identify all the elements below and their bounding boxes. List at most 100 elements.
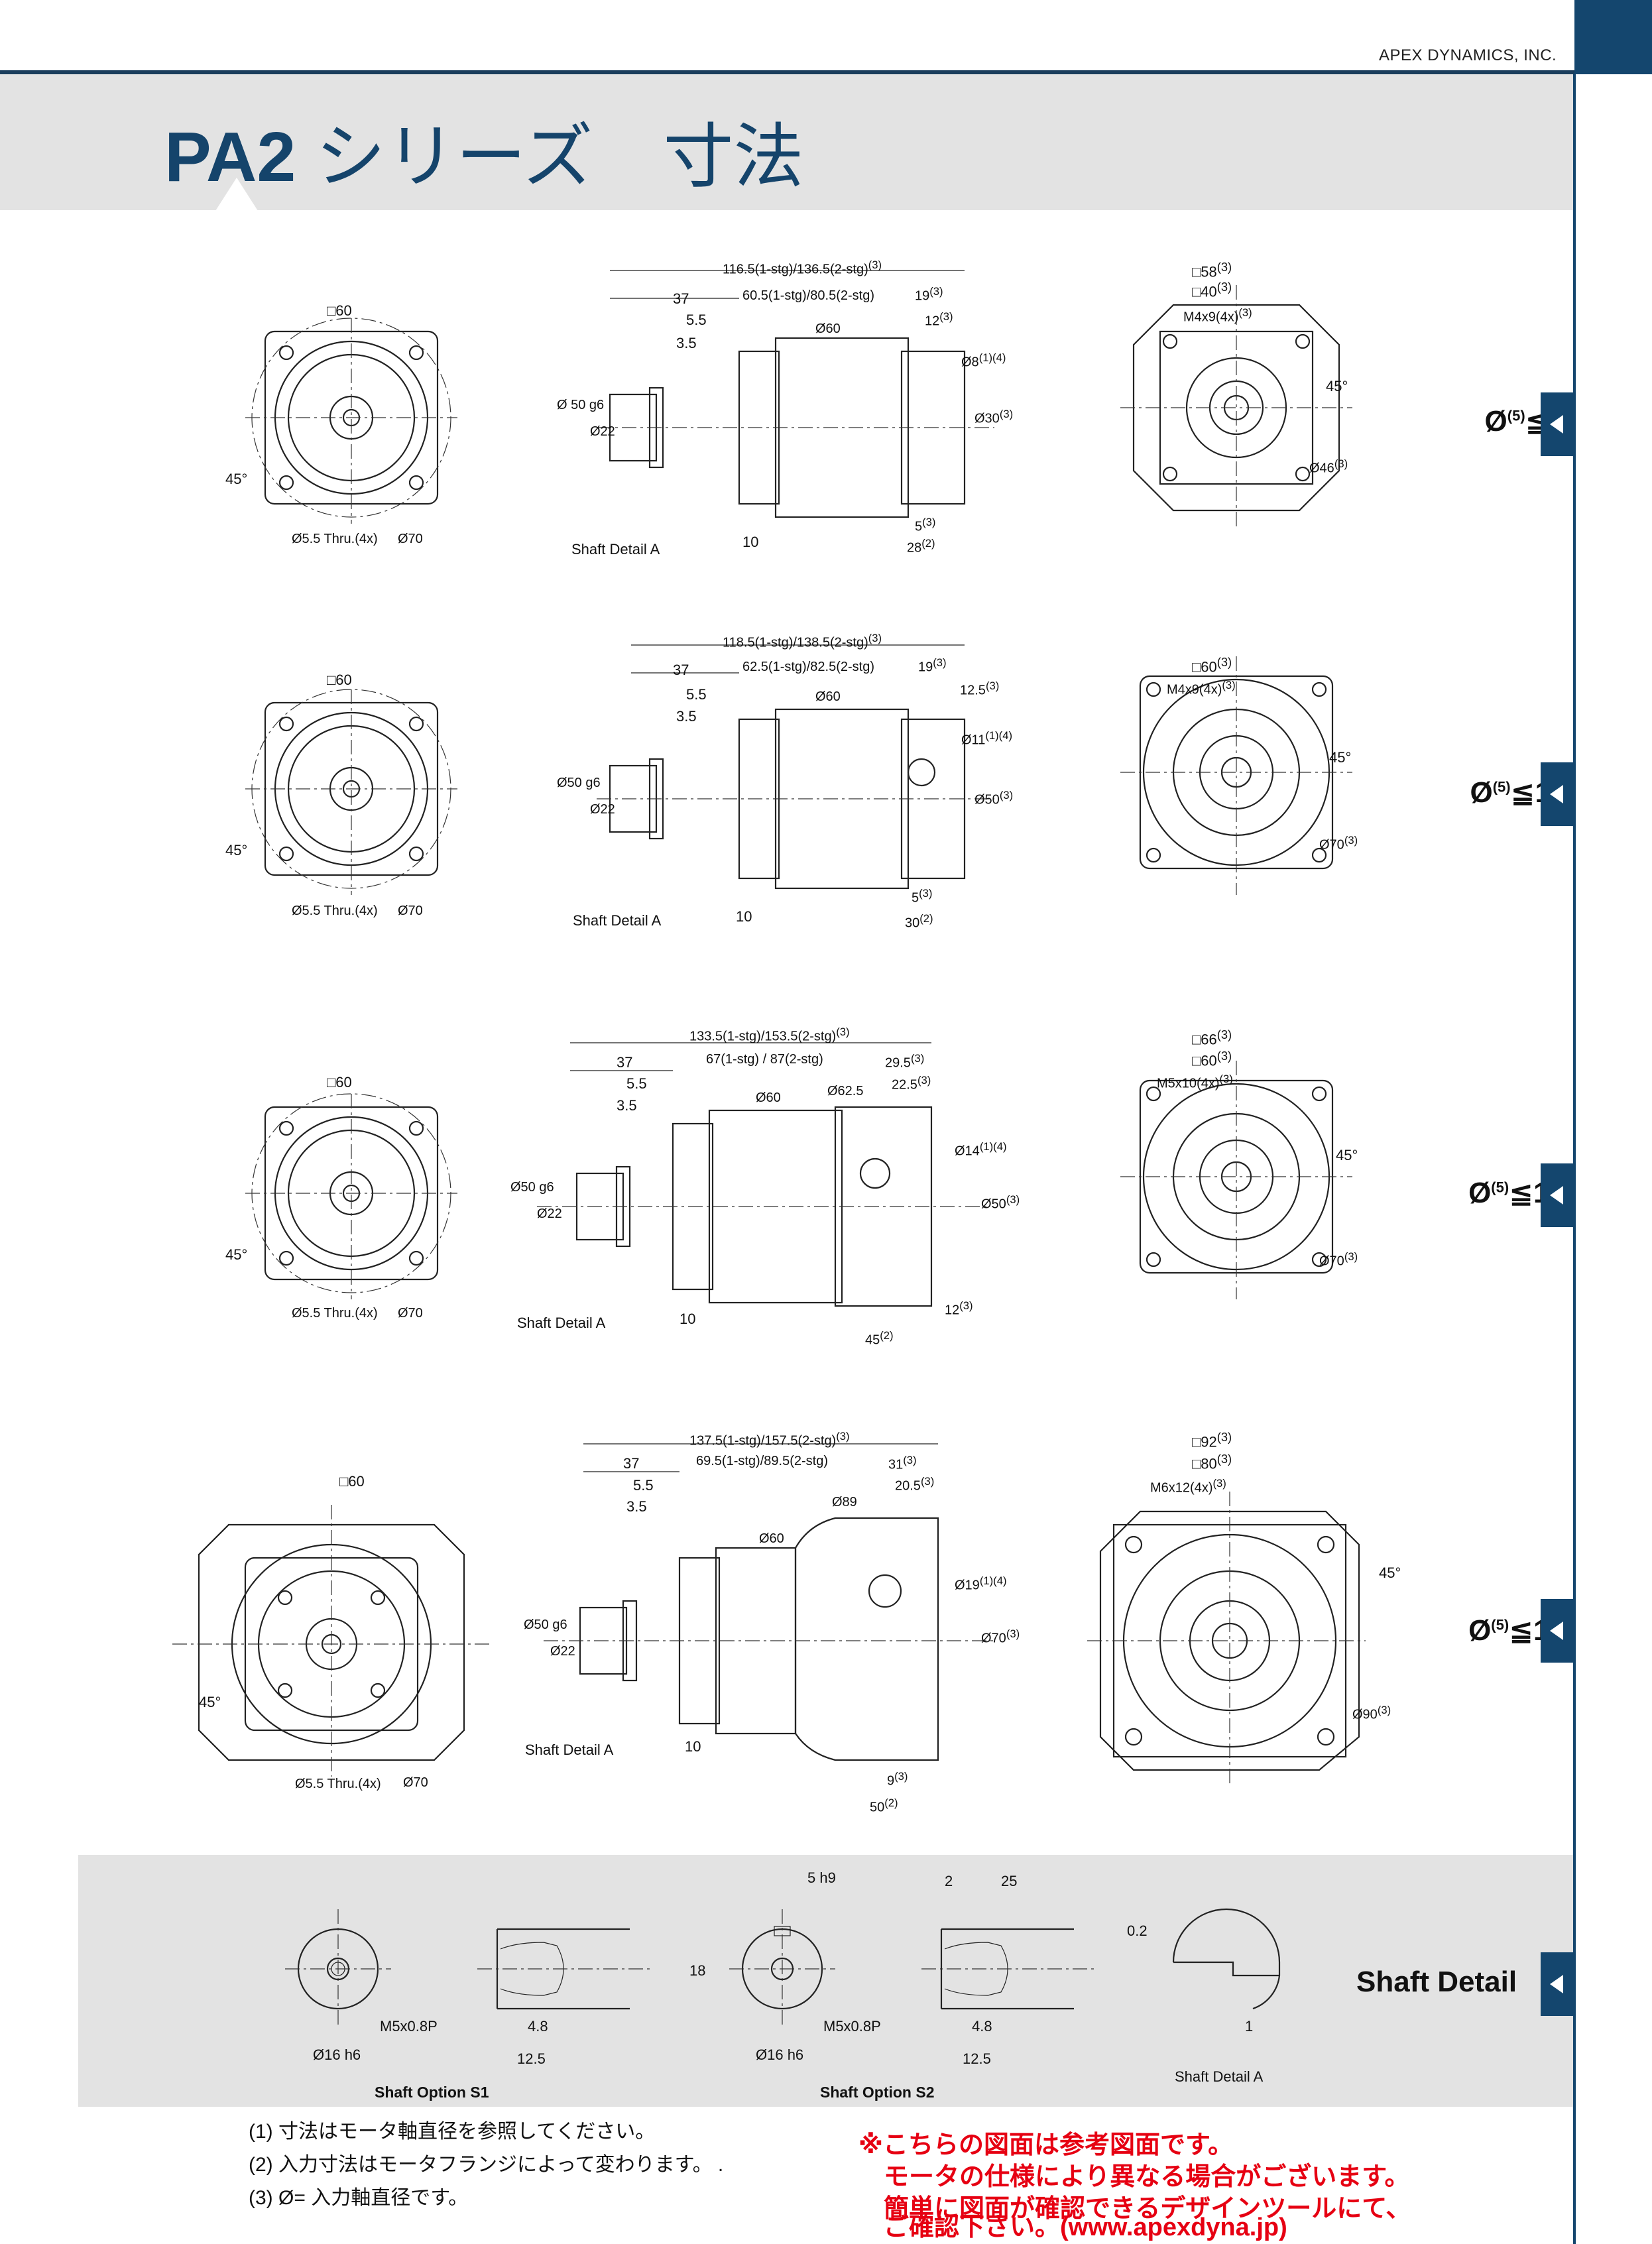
- s2-dia-dim: Ø16 h6: [756, 2046, 804, 2063]
- side-depth-dim: 50(2): [870, 1797, 898, 1815]
- footnote-1: (1) 寸法はモータ軸直径を参照してください。: [249, 2121, 656, 2143]
- row-tab-arrow-icon[interactable]: [1541, 392, 1573, 456]
- front-holes-dim: Ø5.5 Thru.(4x): [292, 1306, 378, 1321]
- side-flange-dim: 12(3): [925, 310, 953, 329]
- shaft-detail-callout: Shaft Detail A: [517, 1315, 606, 1331]
- rear-tap-dim: M6x12(4x)(3): [1150, 1477, 1226, 1496]
- s1-caption: Shaft Option S1: [375, 2084, 489, 2101]
- company-name: APEX DYNAMICS, INC.: [1379, 46, 1557, 64]
- side-d1-dim: 5.5: [633, 1477, 654, 1494]
- shaft-detail-tab-arrow-icon[interactable]: [1541, 1952, 1573, 2016]
- front-pcd-dim: Ø70: [398, 1306, 423, 1321]
- side-flange-dim: 20.5(3): [895, 1475, 935, 1494]
- front-angle-dim: 45°: [225, 471, 248, 487]
- rear-angle-dim: 45°: [1329, 749, 1352, 766]
- side-flange-width: 10: [742, 534, 759, 550]
- rear-sq-inner: □80(3): [1192, 1452, 1232, 1472]
- front-square-dim: □60: [327, 672, 352, 688]
- rear-sq-outer: □66(3): [1192, 1028, 1232, 1048]
- side-d2-dim: 3.5: [676, 708, 697, 725]
- side-view-drawing: [544, 1443, 994, 1761]
- rear-angle-dim: 45°: [1326, 378, 1348, 394]
- side-extra-dia: Ø89: [832, 1495, 857, 1509]
- title-band: [0, 74, 1573, 210]
- rear-pcd-dim: Ø46(3): [1309, 457, 1348, 476]
- side-spigot-dim: 12(3): [945, 1299, 973, 1318]
- s2-thread-dim: M5x0.8P: [823, 2018, 881, 2035]
- s2-k1-dim: 2: [945, 1873, 953, 1889]
- footnote-3: (3) Ø= 入力軸直径です。: [249, 2187, 469, 2209]
- title-series: PA2: [164, 118, 296, 196]
- side-d1-dim: 5.5: [626, 1075, 647, 1092]
- shaft-option-s1-drawing: [285, 1909, 650, 2029]
- side-overall-dim: 137.5(1-stg)/157.5(2-stg)(3): [689, 1430, 850, 1448]
- front-angle-dim: 45°: [199, 1694, 221, 1710]
- rear-sq-inner: □40(3): [1192, 280, 1232, 300]
- side-shaft-dia: Ø50 g6: [557, 776, 601, 790]
- front-square-dim: □60: [327, 302, 352, 319]
- front-holes-dim: Ø5.5 Thru.(4x): [295, 1777, 381, 1791]
- shaft-detail-callout: Shaft Detail A: [573, 912, 662, 929]
- side-flange-dim: 12.5(3): [960, 679, 1000, 698]
- side-body-dim: 69.5(1-stg)/89.5(2-stg): [696, 1454, 828, 1468]
- side-end-dim: 19(3): [915, 285, 943, 304]
- s2-d2-dim: 12.5: [963, 2050, 991, 2067]
- s1-dia-dim: Ø16 h6: [313, 2046, 361, 2063]
- shaft-detail-callout: Shaft Detail A: [525, 1742, 614, 1758]
- side-overall-dim: 116.5(1-stg)/136.5(2-stg)(3): [723, 259, 882, 277]
- rear-sq-inner: □60(3): [1192, 1049, 1232, 1069]
- shaft-detail-a-drawing: [1172, 1908, 1281, 2010]
- front-view-drawing: [172, 1505, 491, 1777]
- rear-view-drawing: [1120, 285, 1352, 530]
- rear-view-drawing: [1120, 1061, 1352, 1299]
- rear-tap-dim: M4x9(4x)(3): [1167, 679, 1236, 697]
- side-body-dim: 62.5(1-stg)/82.5(2-stg): [742, 660, 874, 674]
- side-flange-width: 10: [736, 908, 752, 925]
- front-view-drawing: [245, 689, 457, 895]
- side-bore-dia: Ø14(1)(4): [955, 1140, 1007, 1159]
- side-input-len-dim: 37: [673, 662, 689, 678]
- rear-pcd-dim: Ø90(3): [1352, 1704, 1391, 1722]
- side-view-drawing: [597, 644, 994, 890]
- rear-view-drawing: [1087, 1492, 1366, 1783]
- side-key-dia: Ø22: [590, 424, 615, 439]
- disclaimer-line-3: 簡単に図面が確認できるデザインツールにて、: [858, 2195, 1411, 2223]
- side-key-dia: Ø22: [550, 1644, 575, 1659]
- shaft-option-s2-drawing: [729, 1909, 1094, 2029]
- rear-tap-dim: M5x10(4x)(3): [1157, 1073, 1233, 1091]
- shaft-detail-callout: Shaft Detail A: [571, 541, 660, 558]
- side-flange-dim: 22.5(3): [892, 1074, 931, 1092]
- side-flange-width: 10: [685, 1738, 701, 1755]
- title-notch: [215, 178, 258, 211]
- rear-tap-dim: M4x9(4x)(3): [1183, 306, 1252, 325]
- side-pilot-dia: Ø50(3): [981, 1193, 1020, 1212]
- rear-pcd-dim: Ø70(3): [1319, 1250, 1358, 1269]
- s1-thread-dim: M5x0.8P: [380, 2018, 438, 2035]
- side-depth-dim: 30(2): [905, 912, 933, 931]
- s2-d1-dim: 4.8: [972, 2018, 992, 2035]
- side-bore-dia: Ø11(1)(4): [961, 729, 1013, 748]
- s2-caption: Shaft Option S2: [820, 2084, 935, 2101]
- row-tab-arrow-icon[interactable]: [1541, 1599, 1573, 1663]
- side-spigot-dim: 9(3): [887, 1770, 908, 1789]
- side-input-len-dim: 37: [673, 290, 689, 307]
- rear-view-drawing: [1120, 656, 1352, 895]
- row-tab-arrow-icon[interactable]: [1541, 762, 1573, 826]
- title-subtitle: シリーズ 寸法: [296, 118, 804, 196]
- corner-block: [1574, 0, 1652, 74]
- rear-angle-dim: 45°: [1336, 1147, 1358, 1163]
- side-depth-dim: 45(2): [865, 1329, 894, 1348]
- side-body-dim: 67(1-stg) / 87(2-stg): [706, 1052, 823, 1067]
- rear-sq-outer: □60(3): [1192, 655, 1232, 676]
- disclaimer-line-1: ※こちらの図面は参考図面です。: [858, 2131, 1234, 2159]
- s1-d1-dim: 4.8: [528, 2018, 548, 2035]
- side-flange-width: 10: [679, 1311, 696, 1327]
- side-bore-dia: Ø8(1)(4): [961, 351, 1006, 370]
- side-overall-dim: 133.5(1-stg)/153.5(2-stg)(3): [689, 1026, 850, 1044]
- side-d2-dim: 3.5: [676, 335, 697, 351]
- side-body-dia: Ø60: [756, 1091, 781, 1105]
- front-view-drawing: [245, 318, 457, 524]
- side-body-dia: Ø60: [815, 689, 841, 704]
- row-tab-arrow-icon[interactable]: [1541, 1163, 1573, 1227]
- disclaimer-line-4: ご確認下さい。(www.apexdyna.jp): [858, 2214, 1287, 2241]
